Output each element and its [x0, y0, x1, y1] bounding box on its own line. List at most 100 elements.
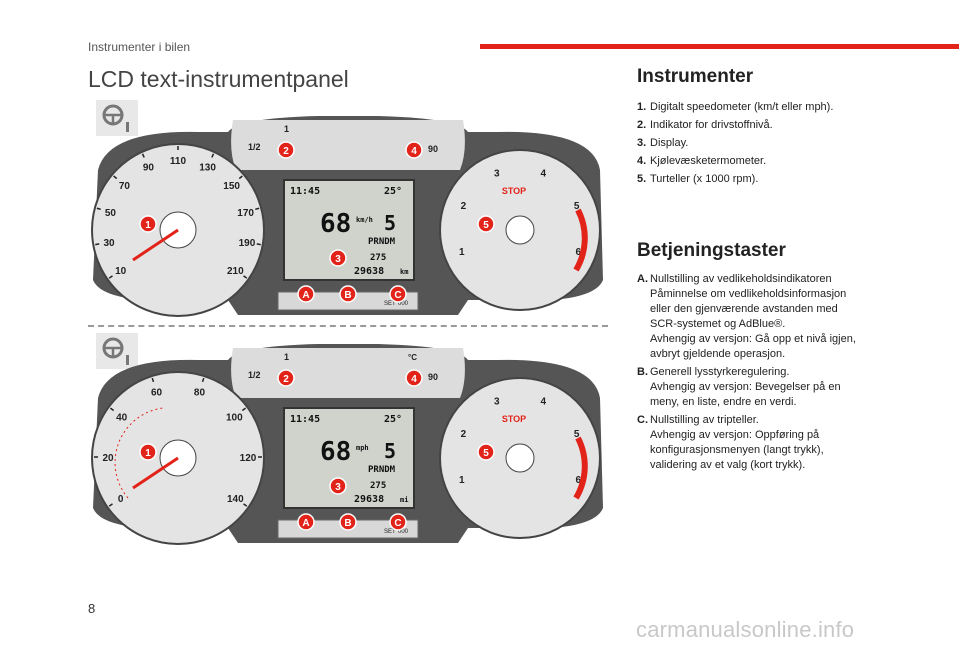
list-item: C. Nullstilling av tripteller.Avhengig a…	[637, 414, 824, 471]
rpm-tick-label: 5	[574, 429, 580, 440]
list-item: 4.Kjølevæsketermometer.	[637, 155, 767, 167]
steering-wheel-icon	[96, 100, 138, 136]
svg-text:1: 1	[145, 220, 151, 231]
list-item: A. Nullstilling av vedlikeholdsindikator…	[637, 273, 856, 360]
lcd-display	[283, 179, 415, 281]
speed-tick-label: 20	[102, 453, 114, 464]
trip-button-label: 000	[398, 301, 409, 307]
marker-b: B	[339, 513, 357, 531]
set-button-label: SET	[384, 529, 396, 535]
lcd-range: 275	[370, 481, 386, 491]
lcd-odometer: 29638	[354, 266, 384, 277]
svg-text:B: B	[344, 518, 351, 529]
set-button-label: SET	[384, 301, 396, 307]
speed-tick-label: 190	[239, 238, 256, 249]
speed-tick-label: 120	[240, 453, 257, 464]
speed-tick-label: 110	[170, 156, 187, 167]
lcd-gearbox: PRNDM	[368, 237, 396, 247]
lcd-range: 275	[370, 253, 386, 263]
lcd-gear: 5	[384, 439, 396, 463]
svg-text:4: 4	[411, 146, 417, 157]
svg-text:3: 3	[335, 254, 341, 265]
kmh-inner-scale	[114, 407, 164, 499]
speed-tick-label: 100	[226, 412, 243, 423]
lcd-speed-unit: km/h	[356, 216, 373, 224]
speedometer-needle	[132, 456, 179, 490]
speed-tick-label: 150	[223, 181, 240, 192]
svg-text:3: 3	[335, 482, 341, 493]
svg-text:5: 5	[483, 220, 489, 231]
speed-tick-label: 140	[227, 494, 244, 505]
svg-text:4: 4	[411, 374, 417, 385]
trip-button-label: 000	[398, 529, 409, 535]
watermark: carmanualsonline.info	[636, 617, 855, 642]
coolant-high-label: 90	[428, 144, 438, 154]
fuel-half-label: 1/2	[248, 370, 261, 380]
redline-zone	[573, 436, 588, 500]
speed-tick-label: 90	[143, 163, 155, 174]
tachometer-tick-labels: 1 2 3 4 5 6	[459, 169, 582, 259]
tachometer-hub	[505, 443, 535, 473]
speed-tick-label: 70	[119, 181, 131, 192]
lcd-gear: 5	[384, 211, 396, 235]
svg-text:C: C	[394, 518, 401, 529]
rpm-tick-label: 1	[459, 475, 465, 486]
rpm-tick-label: 2	[461, 201, 467, 212]
lcd-time: 11:45	[290, 414, 320, 425]
rpm-tick-label: 3	[494, 169, 500, 180]
lcd-gearbox: PRNDM	[368, 465, 396, 475]
list-item: B. Generell lysstyrkeregulering.Avhengig…	[637, 366, 841, 408]
list-item: 5.Turteller (x 1000 rpm).	[637, 173, 759, 185]
running-header: Instrumenter i bilen	[88, 40, 191, 54]
page-title: LCD text-instrumentpanel	[88, 66, 349, 92]
marker-3: 3	[329, 249, 347, 267]
list-item: 1.Digitalt speedometer (km/t eller mph).	[637, 101, 834, 113]
fuel-full-label: 1	[284, 124, 289, 134]
panel-divider	[88, 325, 608, 327]
svg-text:C: C	[394, 290, 401, 301]
instruments-title: Instrumenter	[637, 66, 754, 87]
marker-1: 1	[139, 443, 157, 461]
fuel-full-label: 1	[284, 352, 289, 362]
rpm-tick-label: 1	[459, 247, 465, 258]
marker-c: C	[389, 285, 407, 303]
rpm-tick-label: 6	[575, 247, 581, 258]
marker-5: 5	[477, 443, 495, 461]
stop-warning-label: STOP	[502, 414, 526, 424]
coolant-high-label: 90	[428, 372, 438, 382]
list-item: 3.Display.	[637, 137, 689, 149]
speed-tick-label: 60	[151, 387, 163, 398]
svg-text:1: 1	[145, 448, 151, 459]
redline-zone	[573, 208, 588, 272]
rpm-tick-label: 3	[494, 397, 500, 408]
list-item: 2.Indikator for drivstoffnivå.	[637, 119, 773, 131]
speed-tick-label: 10	[115, 266, 127, 277]
svg-text:B: B	[344, 290, 351, 301]
instruments-list: 1.Digitalt speedometer (km/t eller mph).…	[637, 100, 897, 190]
speed-tick-label: 130	[199, 163, 216, 174]
speed-tick-label: 170	[237, 208, 254, 219]
svg-text:A: A	[302, 290, 309, 301]
lcd-display	[283, 407, 415, 509]
rpm-tick-label: 2	[461, 429, 467, 440]
rpm-tick-label: 6	[575, 475, 581, 486]
tachometer-hub	[505, 215, 535, 245]
speed-tick-label: 30	[104, 238, 116, 249]
svg-text:2: 2	[283, 374, 289, 385]
rpm-tick-label: 4	[540, 169, 546, 180]
steering-wheel-icon	[96, 333, 138, 369]
lcd-time: 11:45	[290, 186, 320, 197]
controls-title: Betjeningstaster	[637, 240, 786, 261]
svg-text:2: 2	[283, 146, 289, 157]
marker-a: A	[297, 285, 315, 303]
lcd-speed-unit: mph	[356, 444, 369, 452]
coolant-unit-label: °C	[408, 353, 417, 362]
marker-1: 1	[139, 215, 157, 233]
lcd-odometer: 29638	[354, 494, 384, 505]
speed-tick-label: 0	[118, 494, 124, 505]
lcd-speed: 68	[320, 437, 351, 467]
